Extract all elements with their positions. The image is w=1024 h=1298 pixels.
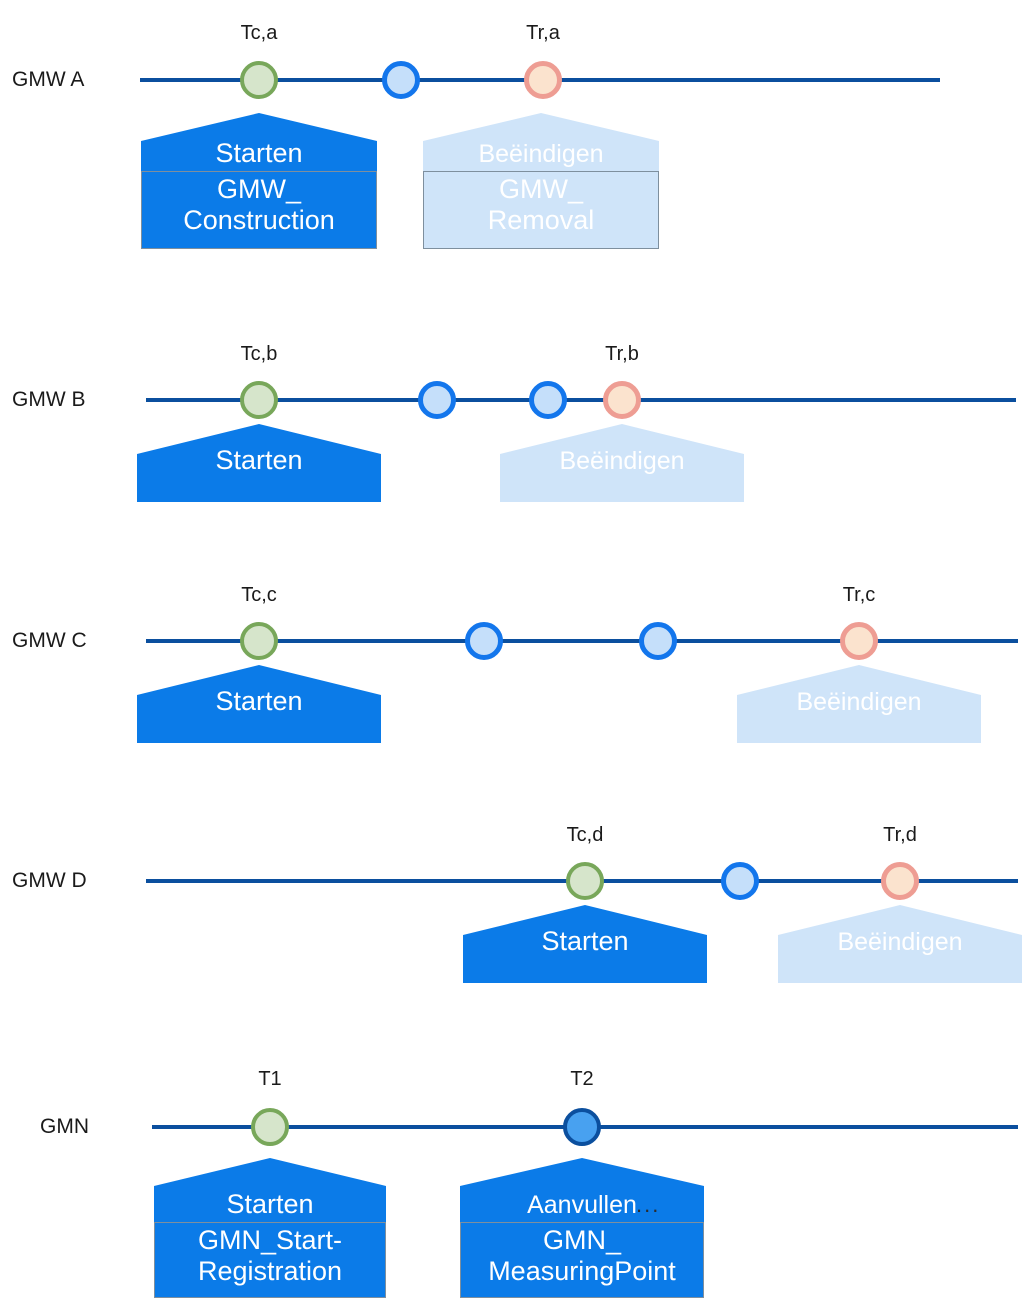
beeindigen-shape: Beëindigen <box>737 665 981 743</box>
roof-starten-shape: Starten <box>137 424 381 478</box>
roof-beeindigen-shape: Beëindigen <box>500 424 744 478</box>
removal-marker-gmw-d[interactable] <box>881 862 919 900</box>
intermediate-marker-gmw-a[interactable] <box>382 61 420 99</box>
construction-marker-gmw-d[interactable] <box>566 862 604 900</box>
intermediate-marker-2-gmw-b[interactable] <box>529 381 567 419</box>
tick-label-tc-b-gmw-b: Tc,b <box>240 343 278 365</box>
tick-label-tr-c-gmw-c: Tr,c <box>842 584 876 606</box>
roof-beeindigen-shape: Beëindigen <box>737 665 981 719</box>
row-label-gmw-b: GMW B <box>12 388 86 411</box>
measuring-point-marker-gmn[interactable] <box>563 1108 601 1146</box>
row-label-gmn: GMN <box>40 1115 89 1138</box>
intermediate-marker-1-gmw-b[interactable] <box>418 381 456 419</box>
roof-beeindigen-shape: Beëindigen <box>778 905 1022 959</box>
roof-gmw-removal-shape: Beëindigen <box>423 113 659 171</box>
box-gmn-start-registration-shape: GMN_Start- Registration <box>154 1222 386 1298</box>
roof-label-beeindigen-shape: Beëindigen <box>559 447 685 475</box>
intermediate-marker-1-gmw-c[interactable] <box>465 622 503 660</box>
roof-gmw-construction-shape: Starten <box>141 113 377 171</box>
roof-starten-shape: Starten <box>137 665 381 719</box>
tick-label-tr-d-gmw-d: Tr,d <box>883 824 917 846</box>
removal-marker-gmw-c[interactable] <box>840 622 878 660</box>
box-gmw-construction-shape: GMW_ Construction <box>141 171 377 249</box>
starten-shape: Starten <box>137 665 381 743</box>
roof-label-starten-shape: Starten <box>215 445 303 475</box>
box-starten-shape <box>137 719 381 743</box>
removal-marker-gmw-a[interactable] <box>524 61 562 99</box>
row-label-gmw-c: GMW C <box>12 629 87 652</box>
roof-label-gmn-start-registration-shape: Starten <box>226 1189 314 1219</box>
roof-label-gmw-construction-shape: Starten <box>215 138 303 168</box>
roof-gmn-measuring-point-shape: Aanvullen <box>460 1158 704 1222</box>
removal-marker-gmw-b[interactable] <box>603 381 641 419</box>
roof-label-starten-shape: Starten <box>215 686 303 716</box>
tick-label-tc-c-gmw-c: Tc,c <box>241 584 277 606</box>
roof-label-beeindigen-shape: Beëindigen <box>796 688 922 716</box>
roof-label-starten-shape: Starten <box>541 926 629 956</box>
row-label-gmw-d: GMW D <box>12 869 87 892</box>
box-starten-shape <box>463 959 707 983</box>
roof-gmn-start-registration-shape: Starten <box>154 1158 386 1222</box>
intermediate-marker-gmw-d[interactable] <box>721 862 759 900</box>
box-beeindigen-shape <box>737 719 981 743</box>
starten-shape: Starten <box>137 424 381 502</box>
beeindigen-shape: Beëindigen <box>778 905 1022 983</box>
tick-label-tr-b-gmw-b: Tr,b <box>605 343 639 365</box>
construction-marker-gmw-b[interactable] <box>240 381 278 419</box>
construction-marker-gmw-c[interactable] <box>240 622 278 660</box>
roof-label-gmw-removal-shape: Beëindigen <box>478 140 604 168</box>
box-starten-shape <box>137 478 381 502</box>
box-gmn-measuring-point-shape: GMN_ MeasuringPoint <box>460 1222 704 1298</box>
timeline-axis-gmw-c <box>146 639 1018 643</box>
beeindigen-shape: Beëindigen <box>500 424 744 502</box>
construction-marker-gmw-a[interactable] <box>240 61 278 99</box>
intermediate-marker-2-gmw-c[interactable] <box>639 622 677 660</box>
starten-shape: Starten <box>463 905 707 983</box>
start-registration-marker-gmn[interactable] <box>251 1108 289 1146</box>
tick-label-t2-gmn: T2 <box>570 1068 594 1090</box>
box-beeindigen-shape <box>778 959 1022 983</box>
tick-label-tc-a-gmw-a: Tc,a <box>240 22 278 44</box>
tick-label-tr-a-gmw-a: Tr,a <box>526 22 560 44</box>
roof-label-beeindigen-shape: Beëindigen <box>837 928 963 956</box>
roof-starten-shape: Starten <box>463 905 707 959</box>
roof-label-gmn-measuring-point-shape: Aanvullen <box>527 1191 637 1219</box>
ellipsis-annotation: ... <box>636 1192 661 1217</box>
row-label-gmw-a: GMW A <box>12 68 85 91</box>
tick-label-tc-d-gmw-d: Tc,d <box>566 824 604 846</box>
timeline-axis-gmw-b <box>146 398 1016 402</box>
box-beeindigen-shape <box>500 478 744 502</box>
box-gmw-removal-shape: GMW_ Removal <box>423 171 659 249</box>
tick-label-t1-gmn: T1 <box>258 1068 282 1090</box>
